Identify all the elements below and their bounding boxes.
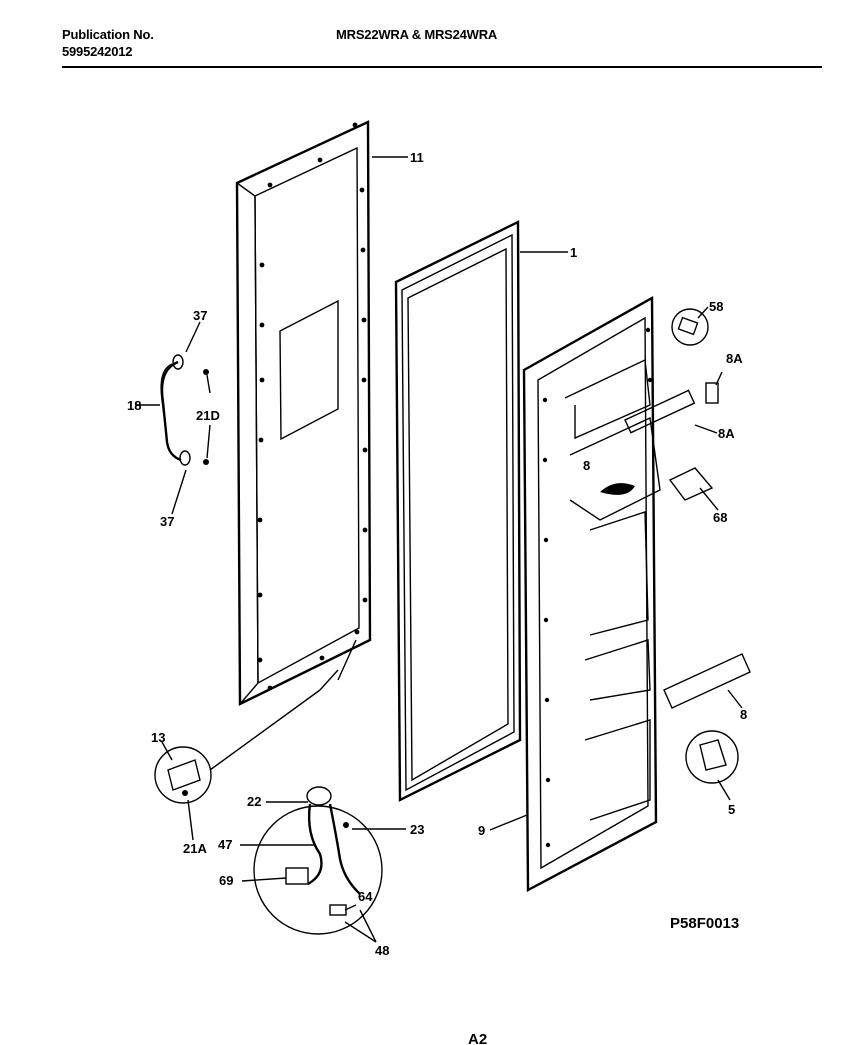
callout-37-bottom: 37: [160, 514, 174, 529]
callout-68: 68: [713, 510, 727, 525]
model-title: MRS22WRA & MRS24WRA: [336, 27, 498, 42]
detail-part-58: [671, 308, 709, 346]
header-rule: [62, 66, 822, 68]
door-handle: [160, 354, 209, 466]
publication-label: Publication No.: [62, 27, 154, 42]
door-liner: [522, 295, 696, 892]
callout-1: 1: [570, 245, 577, 260]
detail-part-8A-clip: [705, 382, 719, 404]
callout-8: 8: [740, 707, 747, 722]
detail-part-68: [668, 467, 714, 501]
callout-18: 18: [127, 398, 141, 413]
callout-5: 5: [728, 802, 735, 817]
callout-8A-rail: 8A: [718, 426, 735, 441]
door-gasket: [394, 220, 522, 802]
callout-labels: 11 1 58 8A 8A 8 68 37 18 21D 37 13 21A 2…: [127, 150, 747, 958]
hinge-bracket: [154, 746, 212, 804]
callout-58: 58: [709, 299, 723, 314]
callout-9: 9: [478, 823, 485, 838]
callout-11: 11: [410, 150, 424, 165]
callout-69: 69: [219, 873, 233, 888]
publication-number: 5995242012: [62, 44, 133, 59]
callout-48: 48: [375, 943, 389, 958]
callout-21A: 21A: [183, 841, 207, 856]
detail-part-8: [663, 653, 751, 709]
diagram-code: P58F0013: [670, 915, 739, 932]
callout-21D: 21D: [196, 408, 220, 423]
door-outer-panel: [235, 120, 372, 706]
leader-lines: [135, 156, 743, 943]
callout-47: 47: [218, 837, 232, 852]
callout-22: 22: [247, 794, 261, 809]
callout-64: 64: [358, 889, 373, 904]
callout-13: 13: [151, 730, 165, 745]
callout-6: 8: [583, 458, 590, 473]
callout-8A-clip: 8A: [726, 351, 743, 366]
callout-37-top: 37: [193, 308, 207, 323]
page-footer: A2: [468, 1031, 487, 1045]
detail-part-5: [685, 730, 739, 784]
light-wiring-detail: [253, 786, 383, 935]
callout-23: 23: [410, 822, 424, 837]
